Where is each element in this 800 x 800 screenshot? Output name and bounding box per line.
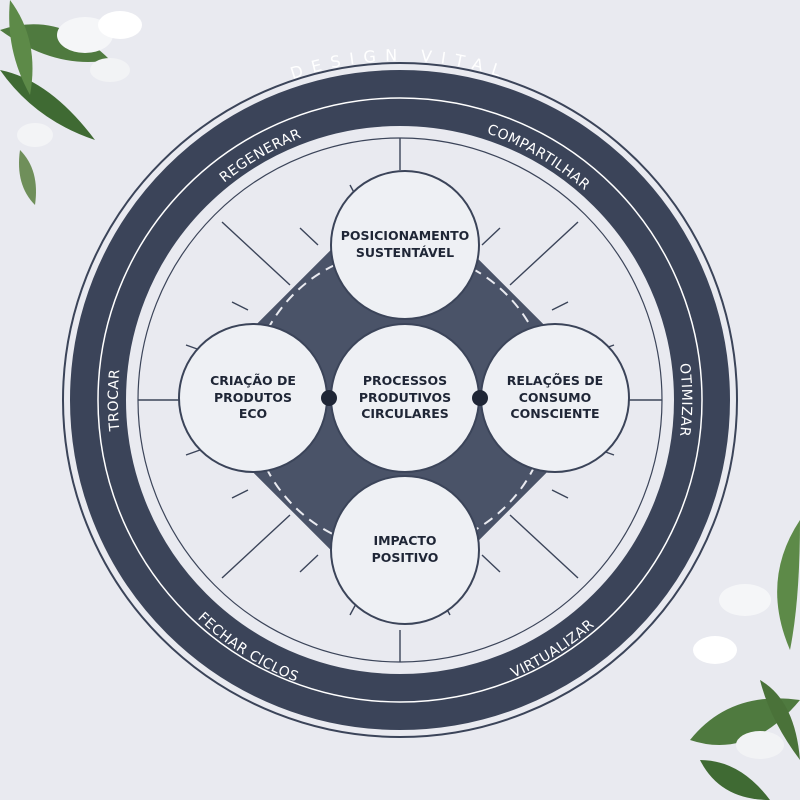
ring-inner-line [97, 97, 703, 703]
connector-dot-right [472, 390, 488, 406]
flower-decoration-top-left [0, 0, 142, 205]
ring-label-otimizar: OTIMIZAR [676, 362, 694, 437]
node-impacto-circle [330, 475, 480, 625]
node-relacoes-label: RELAÇÕES DE CONSUMO CONSCIENTE [506, 372, 604, 422]
node-posicionamento-circle [330, 170, 480, 320]
node-processos-label: PROCESSOS PRODUTIVOS CIRCULARES [358, 372, 452, 422]
connector-dot-left [321, 390, 337, 406]
outer-thin-border [62, 62, 738, 738]
node-posicionamento-label: POSICIONAMENTO SUSTENTÁVEL [340, 228, 470, 260]
node-criacao-label: CRIAÇÃO DE PRODUTOS ECO [210, 372, 296, 422]
ring-label-trocar: TROCAR [106, 368, 124, 432]
node-impacto-label: IMPACTO POSITIVO [371, 533, 439, 565]
flower-decoration-bottom-right [690, 520, 800, 800]
